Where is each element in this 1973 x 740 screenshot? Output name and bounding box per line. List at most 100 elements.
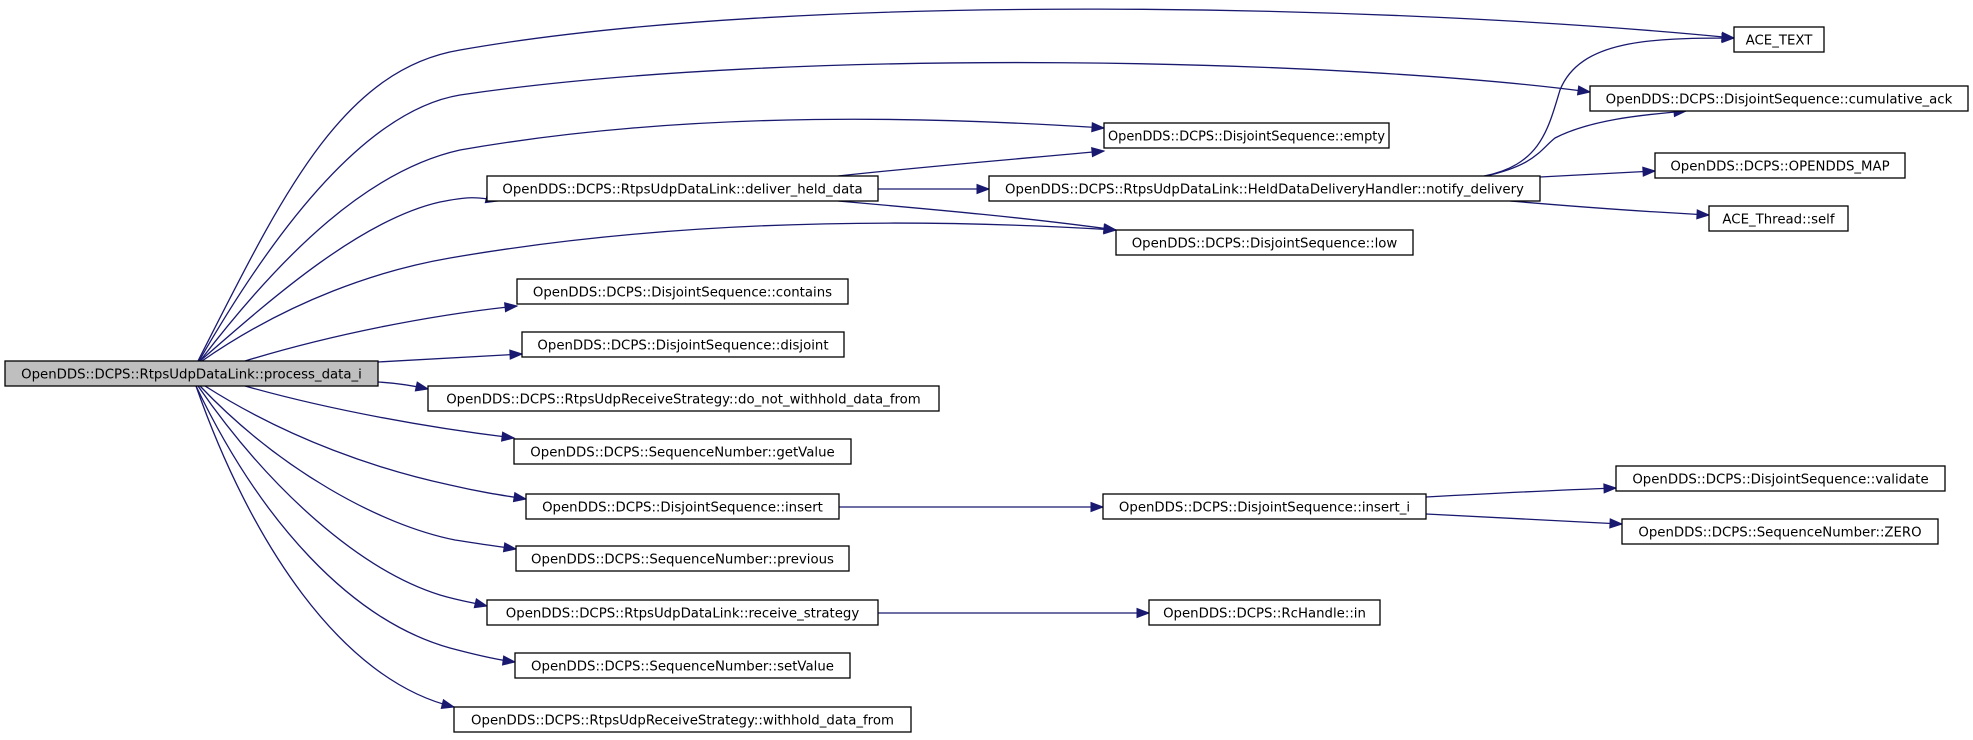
node-disjoint[interactable]: OpenDDS::DCPS::DisjointSequence::disjoin… [521, 331, 845, 358]
node-label: OpenDDS::DCPS::SequenceNumber::previous [531, 553, 834, 568]
node-box[interactable] [1615, 465, 1946, 492]
node-box[interactable] [1708, 205, 1849, 232]
edge-insert_i-to-validate [1425, 487, 1617, 498]
node-label: OpenDDS::DCPS::DisjointSequence::insert [542, 501, 823, 516]
node-label: OpenDDS::DCPS::DisjointSequence::cumulat… [1606, 93, 1953, 108]
node-box[interactable] [1115, 229, 1414, 256]
node-box[interactable] [513, 438, 852, 465]
node-setvalue[interactable]: OpenDDS::DCPS::SequenceNumber::setValue [514, 652, 851, 679]
node-box[interactable] [1103, 122, 1390, 149]
node-label: OpenDDS::DCPS::SequenceNumber::getValue [530, 446, 834, 461]
node-low[interactable]: OpenDDS::DCPS::DisjointSequence::low [1115, 229, 1414, 256]
edge-notify_delivery-to-opendds_map [1539, 170, 1656, 178]
node-label: OpenDDS::DCPS::RtpsUdpDataLink::process_… [21, 368, 362, 383]
node-label: OpenDDS::DCPS::DisjointSequence::validat… [1632, 473, 1928, 488]
edge-process_data_i-to-insert [204, 385, 527, 500]
edge-process_data_i-to-withhold [195, 385, 455, 708]
edge-process_data_i-to-receive_strategy [197, 385, 488, 607]
edge-deliver_held_data-to-notify_delivery-arrowhead [976, 183, 991, 195]
node-box[interactable] [525, 493, 840, 520]
node-label: OpenDDS::DCPS::SequenceNumber::ZERO [1638, 526, 1921, 541]
edge-deliver_held_data-to-empty-arrowhead [1091, 146, 1106, 158]
node-box[interactable] [515, 545, 850, 572]
node-box[interactable] [1733, 26, 1825, 53]
node-label: OpenDDS::DCPS::DisjointSequence::disjoin… [537, 339, 828, 354]
node-cumulative_ack[interactable]: OpenDDS::DCPS::DisjointSequence::cumulat… [1589, 85, 1969, 112]
node-label: OpenDDS::DCPS::DisjointSequence::contain… [533, 286, 832, 301]
node-box[interactable] [516, 278, 849, 305]
edge-notify_delivery-to-ace_thread_self-arrowhead [1696, 209, 1711, 220]
node-deliver_held_data[interactable]: OpenDDS::DCPS::RtpsUdpDataLink::deliver_… [486, 175, 879, 202]
node-box[interactable] [1148, 599, 1381, 626]
edge-process_data_i-to-contains-arrowhead [504, 302, 519, 313]
node-label: OpenDDS::DCPS::RtpsUdpDataLink::deliver_… [502, 183, 862, 198]
node-rchandle_in[interactable]: OpenDDS::DCPS::RcHandle::in [1148, 599, 1381, 626]
call-graph-edges [195, 8, 1736, 710]
node-box[interactable] [486, 175, 879, 202]
node-box[interactable] [514, 652, 851, 679]
node-box[interactable] [1102, 493, 1427, 520]
edge-process_data_i-to-disjoint [377, 353, 523, 363]
node-label: ACE_Thread::self [1722, 213, 1834, 228]
edge-deliver_held_data-to-empty [837, 150, 1105, 177]
node-label: OpenDDS::DCPS::RtpsUdpDataLink::receive_… [506, 607, 860, 622]
node-notify_delivery[interactable]: OpenDDS::DCPS::RtpsUdpDataLink::HeldData… [988, 175, 1541, 202]
node-label: ACE_TEXT [1746, 34, 1814, 49]
edge-process_data_i-to-empty [199, 118, 1105, 362]
node-label: OpenDDS::DCPS::DisjointSequence::empty [1108, 130, 1385, 145]
edge-insert-to-insert_i-arrowhead [1090, 501, 1105, 513]
edge-process_data_i-to-receive_strategy-arrowhead [473, 598, 489, 609]
node-box[interactable] [427, 385, 940, 412]
edge-process_data_i-to-disjoint-arrowhead [509, 349, 524, 360]
edge-process_data_i-to-setvalue [195, 385, 516, 663]
node-box[interactable] [486, 599, 879, 626]
edge-process_data_i-to-ace_text [197, 8, 1735, 362]
node-label: OpenDDS::DCPS::RtpsUdpReceiveStrategy::d… [446, 393, 921, 408]
edge-notify_delivery-to-ace_text-arrowhead [1721, 32, 1736, 44]
edge-notify_delivery-to-ace_text [1483, 37, 1735, 177]
edge-process_data_i-to-setvalue-arrowhead [501, 655, 517, 666]
node-previous[interactable]: OpenDDS::DCPS::SequenceNumber::previous [515, 545, 850, 572]
node-process_data_i[interactable]: OpenDDS::DCPS::RtpsUdpDataLink::process_… [4, 360, 379, 387]
node-box[interactable] [4, 360, 379, 387]
node-box[interactable] [1621, 518, 1939, 545]
node-label: OpenDDS::DCPS::SequenceNumber::setValue [531, 660, 834, 675]
node-box[interactable] [453, 706, 912, 733]
node-box[interactable] [521, 331, 845, 358]
edge-process_data_i-to-getvalue [244, 385, 515, 439]
node-box[interactable] [988, 175, 1541, 202]
node-empty[interactable]: OpenDDS::DCPS::DisjointSequence::empty [1103, 122, 1390, 149]
node-getvalue[interactable]: OpenDDS::DCPS::SequenceNumber::getValue [513, 438, 852, 465]
edge-insert_i-to-validate-arrowhead [1603, 483, 1618, 494]
node-label: OpenDDS::DCPS::DisjointSequence::low [1132, 237, 1398, 252]
edge-deliver_held_data-to-low [837, 200, 1117, 231]
node-ace_thread_self[interactable]: ACE_Thread::self [1708, 205, 1849, 232]
node-contains[interactable]: OpenDDS::DCPS::DisjointSequence::contain… [516, 278, 849, 305]
node-validate[interactable]: OpenDDS::DCPS::DisjointSequence::validat… [1615, 465, 1946, 492]
node-do_not_withhold[interactable]: OpenDDS::DCPS::RtpsUdpReceiveStrategy::d… [427, 385, 940, 412]
node-insert_i[interactable]: OpenDDS::DCPS::DisjointSequence::insert_… [1102, 493, 1427, 520]
call-graph-nodes: OpenDDS::DCPS::RtpsUdpDataLink::process_… [4, 26, 1969, 733]
node-box[interactable] [1654, 152, 1906, 179]
edge-process_data_i-to-contains [244, 305, 518, 362]
edge-process_data_i-to-withhold-arrowhead [440, 698, 456, 710]
edge-insert_i-to-zero [1425, 513, 1623, 525]
edge-process_data_i-to-cumulative_ack-arrowhead [1576, 85, 1592, 96]
edge-process_data_i-to-previous-arrowhead [502, 542, 518, 553]
node-ace_text[interactable]: ACE_TEXT [1733, 26, 1825, 53]
edge-insert_i-to-zero-arrowhead [1609, 518, 1624, 529]
edge-process_data_i-to-low [201, 222, 1117, 362]
node-zero[interactable]: OpenDDS::DCPS::SequenceNumber::ZERO [1621, 518, 1939, 545]
node-withhold[interactable]: OpenDDS::DCPS::RtpsUdpReceiveStrategy::w… [453, 706, 912, 733]
edge-process_data_i-to-getvalue-arrowhead [500, 431, 516, 442]
node-insert[interactable]: OpenDDS::DCPS::DisjointSequence::insert [525, 493, 840, 520]
node-receive_strategy[interactable]: OpenDDS::DCPS::RtpsUdpDataLink::receive_… [486, 599, 879, 626]
node-label: OpenDDS::DCPS::RtpsUdpReceiveStrategy::w… [471, 714, 894, 729]
node-label: OpenDDS::DCPS::DisjointSequence::insert_… [1119, 501, 1410, 516]
node-label: OpenDDS::DCPS::OPENDDS_MAP [1670, 160, 1889, 175]
edge-process_data_i-to-insert-arrowhead [512, 491, 528, 503]
node-label: OpenDDS::DCPS::RtpsUdpDataLink::HeldData… [1005, 183, 1524, 198]
node-box[interactable] [1589, 85, 1969, 112]
node-opendds_map[interactable]: OpenDDS::DCPS::OPENDDS_MAP [1654, 152, 1906, 179]
